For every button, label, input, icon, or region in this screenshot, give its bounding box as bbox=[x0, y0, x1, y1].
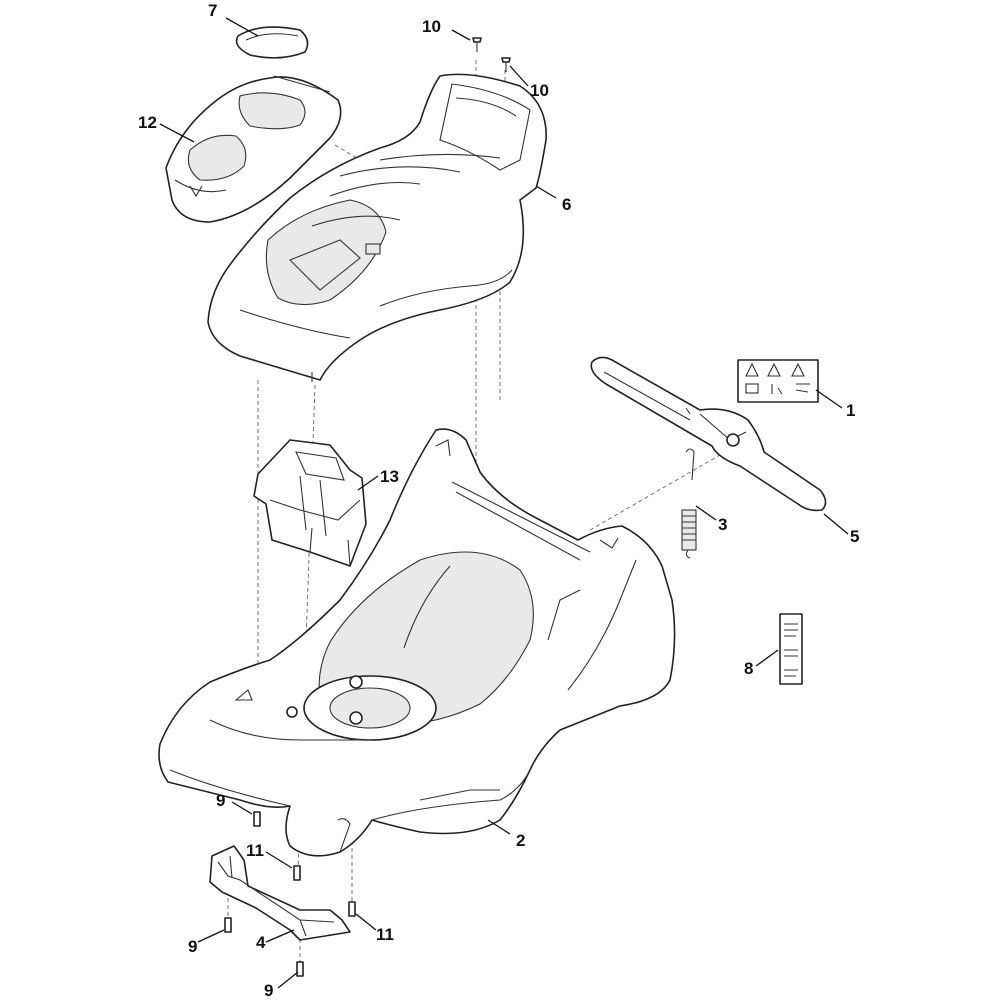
callout-6: 6 bbox=[562, 195, 571, 214]
callout-9c: 9 bbox=[264, 981, 273, 1000]
part-3-spring bbox=[681, 448, 697, 559]
callout-11a: 11 bbox=[246, 841, 264, 860]
part-10-screws bbox=[472, 37, 511, 72]
callout-7: 7 bbox=[208, 1, 217, 20]
callout-11b: 11 bbox=[376, 925, 394, 944]
part-1-warning-label bbox=[737, 359, 819, 403]
part-7-lid bbox=[235, 26, 309, 59]
callout-labels: 7 10 10 12 6 1 13 5 3 8 2 9 11 11 4 9 9 bbox=[138, 1, 859, 1000]
callout-5: 5 bbox=[850, 527, 859, 546]
callout-12: 12 bbox=[138, 113, 157, 132]
callout-2: 2 bbox=[516, 831, 525, 850]
part-12-cover bbox=[165, 75, 342, 223]
callout-3: 3 bbox=[718, 515, 727, 534]
part-6-upper-housing bbox=[207, 73, 547, 382]
callout-10b: 10 bbox=[530, 81, 549, 100]
part-13-bracket bbox=[253, 439, 367, 567]
callout-4: 4 bbox=[256, 933, 266, 952]
part-5-lever bbox=[590, 356, 827, 512]
part-4-bumper bbox=[209, 845, 351, 941]
callout-8: 8 bbox=[744, 659, 753, 678]
callout-9b: 9 bbox=[188, 937, 197, 956]
part-8-booklet bbox=[779, 613, 803, 685]
part-9-11-screws bbox=[224, 811, 356, 977]
leader-lines bbox=[159, 17, 849, 989]
callout-10a: 10 bbox=[422, 17, 441, 36]
callout-13: 13 bbox=[380, 467, 399, 486]
callout-1: 1 bbox=[846, 401, 855, 420]
callout-9a: 9 bbox=[216, 791, 225, 810]
part-2-deck bbox=[158, 428, 676, 857]
